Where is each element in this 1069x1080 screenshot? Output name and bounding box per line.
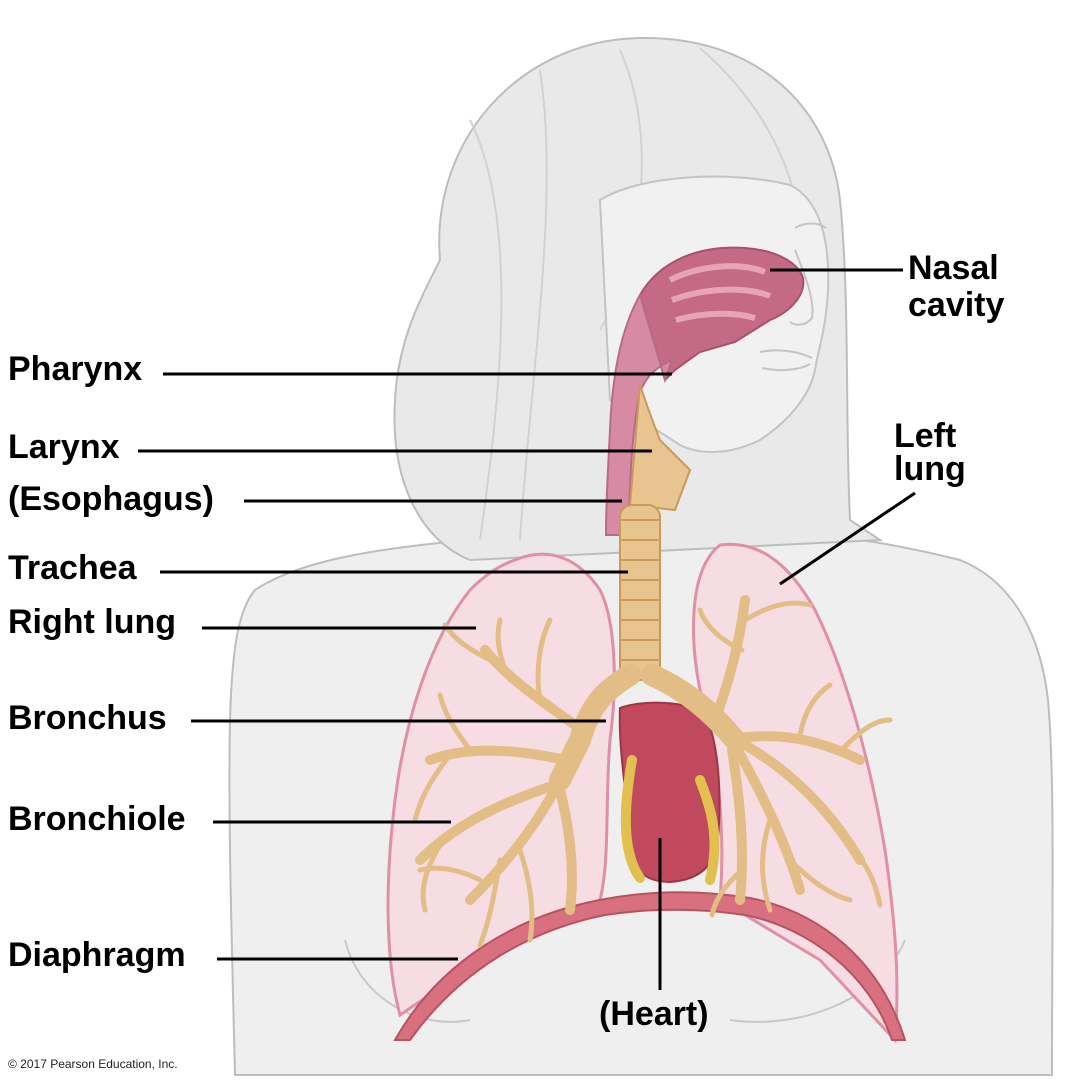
diaphragm-illustration xyxy=(393,891,907,1041)
label-left-line1: Left xyxy=(894,417,956,455)
labels: Nasal cavity Pharynx Larynx (Esophagus) … xyxy=(8,249,1004,1033)
label-diaphragm: Diaphragm xyxy=(8,936,186,974)
label-pharynx: Pharynx xyxy=(8,350,142,388)
left-lung-illustration xyxy=(691,542,899,1044)
pharynx-illustration xyxy=(604,292,674,536)
copyright-credit: © 2017 Pearson Education, Inc. xyxy=(8,1057,178,1071)
label-nasal-line2: cavity xyxy=(908,286,1004,324)
label-esophagus: (Esophagus) xyxy=(8,480,214,518)
label-bronchus: Bronchus xyxy=(8,699,167,737)
airway-illustration xyxy=(412,384,893,948)
label-nasal-line1: Nasal xyxy=(908,249,999,287)
right-lung-illustration xyxy=(386,552,616,1018)
nasal-cavity-illustration xyxy=(638,246,805,382)
label-left-line2: lung xyxy=(894,450,966,488)
leader-left-lung xyxy=(779,491,916,586)
label-right-lung: Right lung xyxy=(8,603,176,641)
label-trachea: Trachea xyxy=(8,549,138,587)
label-bronchiole: Bronchiole xyxy=(8,800,186,838)
label-larynx: Larynx xyxy=(8,428,120,466)
label-heart: (Heart) xyxy=(599,995,709,1033)
leader-lines xyxy=(138,268,916,990)
